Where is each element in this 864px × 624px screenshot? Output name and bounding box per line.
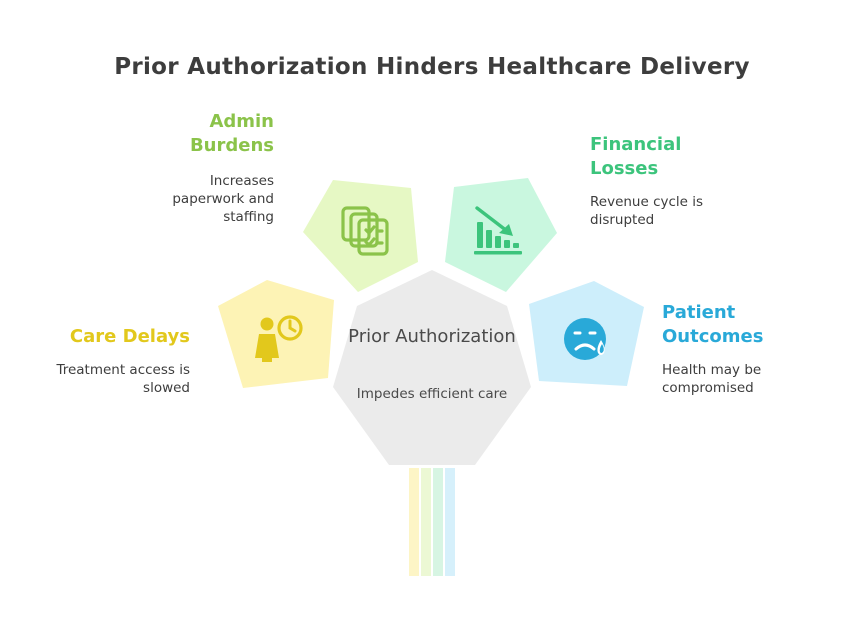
patient-title: Patient Outcomes — [662, 302, 764, 347]
sad-face-tear-icon — [564, 318, 606, 360]
ribbon-stripe-care — [409, 468, 419, 576]
declining-bar-chart-icon — [474, 206, 522, 255]
patient-description: Health may be compromised — [662, 362, 762, 396]
care-title: Care Delays — [69, 326, 190, 347]
ribbon-stripes — [409, 468, 455, 576]
pentagon-care — [218, 280, 334, 388]
ribbon-stripe-admin — [421, 468, 431, 576]
financial-description: Revenue cycle is disrupted — [590, 194, 704, 228]
financial-title: Financial Losses — [590, 134, 682, 179]
center-heptagon — [333, 270, 531, 465]
pentagon-financial — [445, 178, 557, 292]
admin-description: Increases paperwork and staffing — [172, 173, 274, 225]
diagram-title: Prior Authorization Hinders Healthcare D… — [114, 54, 750, 80]
documents-checklist-icon — [341, 206, 389, 256]
ribbon-stripe-financial — [433, 468, 443, 576]
admin-title: Admin Burdens — [189, 111, 274, 156]
ribbon-stripe-patient — [445, 468, 455, 576]
center-description: Impedes efficient care — [356, 386, 508, 402]
person-clock-icon — [255, 315, 303, 362]
center-title: Prior Authorization — [348, 326, 516, 347]
care-description: Treatment access is slowed — [56, 362, 190, 396]
